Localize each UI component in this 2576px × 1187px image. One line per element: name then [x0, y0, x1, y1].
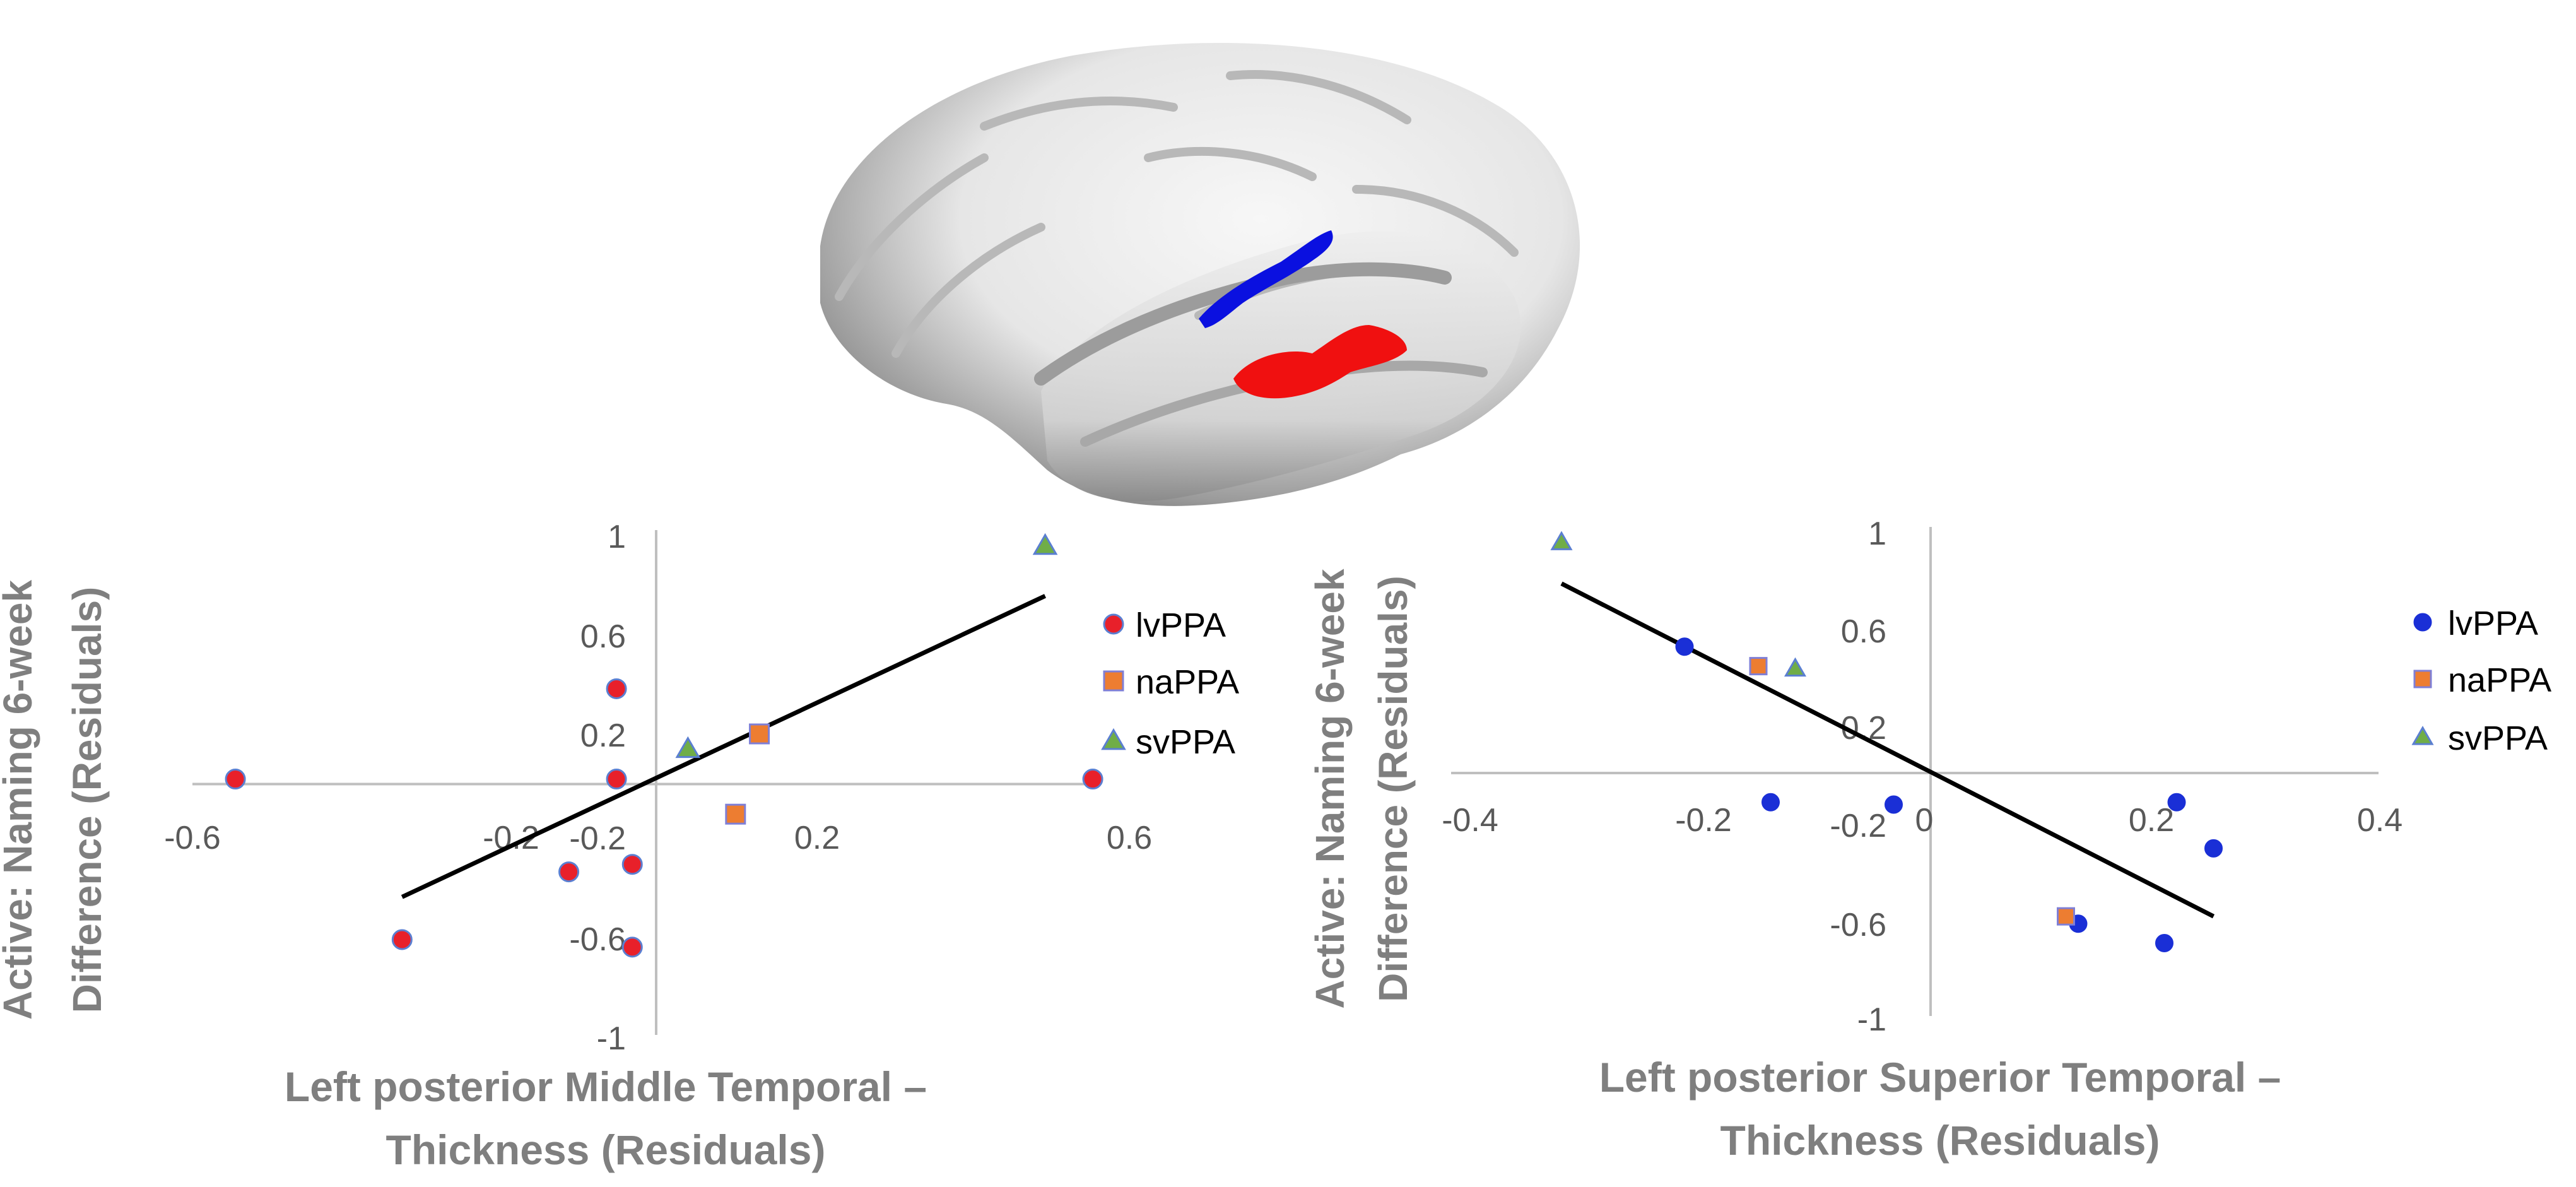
legend: lvPPA naPPA svPPA: [2411, 605, 2551, 757]
legend-label-svPPA: svPPA: [1136, 723, 1235, 761]
legend-marker-svPPA: [1101, 728, 1126, 750]
legend-label-naPPA: naPPA: [2448, 661, 2551, 699]
legend-marker-naPPA: [2413, 670, 2432, 688]
data-point-svPPA: [1784, 657, 1807, 677]
legend-marker-svPPA: [2411, 726, 2434, 745]
legend-marker-lvPPA: [1103, 613, 1124, 635]
y-axis-label-line: Difference (Residuals): [1370, 576, 1416, 1002]
y-axis-label-line: Difference (Residuals): [64, 587, 110, 1013]
legend-marker-lvPPA: [2413, 613, 2432, 632]
x-tick-label: 0: [1915, 802, 1934, 839]
data-point-naPPA: [2057, 907, 2075, 926]
y-tick-label: -0.2: [1830, 808, 1886, 844]
trendline-segment: [401, 594, 1047, 899]
data-points: [1550, 531, 2223, 952]
data-point-svPPA: [1032, 533, 1058, 555]
x-axis-label-line: Left posterior Superior Temporal –: [1599, 1054, 2281, 1101]
y-tick-label: -0.2: [569, 820, 626, 857]
data-point-lvPPA: [606, 769, 627, 790]
trendline-segment: [1560, 581, 2215, 919]
x-axis-label-line: Left posterior Middle Temporal –: [285, 1063, 927, 1110]
x-tick-label: -0.6: [164, 820, 221, 856]
data-point-lvPPA: [1082, 769, 1103, 790]
y-tick-label: 1: [1868, 516, 1886, 552]
data-point-lvPPA: [606, 678, 627, 699]
x-tick-label: 0.2: [794, 820, 840, 856]
x-tick-label: -0.4: [1442, 802, 1498, 839]
x-axis-label-line: Thickness (Residuals): [1720, 1117, 2160, 1164]
blue-cortical-region: [1199, 230, 1333, 328]
y-tick-label: 0.2: [580, 718, 626, 754]
y-tick-label: -1: [1857, 1001, 1886, 1038]
data-point-naPPA: [725, 803, 746, 825]
data-point-lvPPA: [621, 936, 643, 958]
x-tick-label: -0.2: [1675, 802, 1732, 839]
legend-label-lvPPA: lvPPA: [1136, 606, 1226, 644]
red-cortical-region: [1233, 325, 1407, 399]
x-axis-label-line: Thickness (Residuals): [386, 1126, 826, 1173]
x-tick-label: 0.6: [1107, 820, 1152, 856]
data-point-lvPPA: [1675, 637, 1694, 656]
legend-marker-naPPA: [1103, 670, 1124, 692]
brain-lateral-surface-icon: [820, 42, 1580, 506]
data-point-lvPPA: [225, 769, 246, 790]
axis-labels: Active: Naming 6-week Difference (Residua…: [0, 580, 927, 1173]
data-point-svPPA: [1550, 531, 1573, 550]
y-tick-label: -0.6: [1830, 907, 1886, 943]
y-axis-label-line: Active: Naming 6-week: [0, 580, 40, 1020]
data-point-naPPA: [1749, 657, 1768, 676]
x-tick-label: 0.4: [2357, 802, 2403, 839]
y-tick-label: 0.6: [580, 618, 626, 655]
axis-labels: Active: Naming 6-week Difference (Residua…: [1307, 569, 2281, 1164]
data-point-lvPPA: [558, 861, 580, 883]
data-point-svPPA: [675, 736, 701, 759]
y-tick-label: 1: [608, 519, 626, 555]
trendline: [401, 594, 1047, 899]
data-point-naPPA: [749, 723, 770, 745]
data-point-lvPPA: [1761, 793, 1780, 812]
y-tick-label: -1: [597, 1020, 626, 1057]
trendline: [1560, 581, 2215, 919]
data-point-lvPPA: [391, 929, 413, 950]
y-tick-label: -0.6: [569, 921, 626, 958]
data-point-lvPPA: [2204, 839, 2223, 858]
y-tick-label: 0.6: [1841, 613, 1886, 650]
data-point-lvPPA: [2167, 793, 2186, 812]
axes: [192, 530, 1088, 1035]
legend: lvPPA naPPA svPPA: [1101, 606, 1239, 761]
legend-label-svPPA: svPPA: [2448, 719, 2548, 757]
x-tick-label: 0.2: [2129, 802, 2174, 839]
data-point-lvPPA: [1885, 795, 1903, 814]
legend-label-lvPPA: lvPPA: [2448, 605, 2538, 642]
legend-label-naPPA: naPPA: [1136, 663, 1239, 701]
data-point-lvPPA: [621, 854, 643, 875]
data-point-lvPPA: [2155, 934, 2173, 952]
y-axis-label-line: Active: Naming 6-week: [1307, 569, 1353, 1009]
data-points: [225, 533, 1103, 958]
